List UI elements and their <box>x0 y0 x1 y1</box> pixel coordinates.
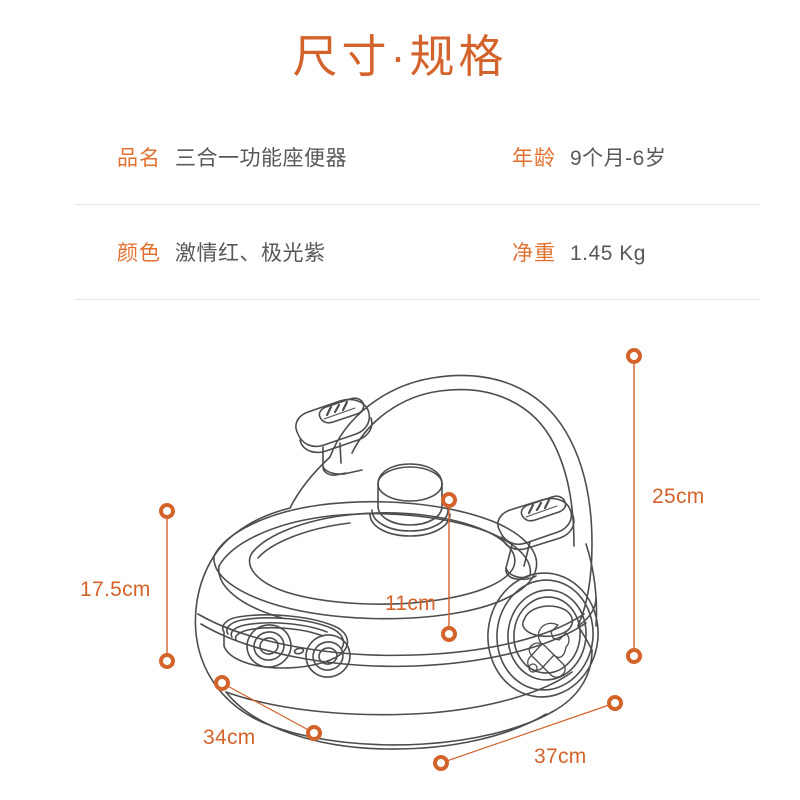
spec-value: 激情红、极光紫 <box>175 242 326 265</box>
dimension-label-11cm: 11cm <box>385 592 436 615</box>
spec-cell-net-weight: 净重 1.45 Kg <box>512 237 646 267</box>
spec-value: 三合一功能座便器 <box>175 147 347 170</box>
product-illustration <box>0 320 800 800</box>
spec-value: 9个月-6岁 <box>570 147 667 170</box>
page-title: 尺寸·规格 <box>292 31 508 82</box>
spec-cell-age: 年龄 9个月-6岁 <box>512 142 666 172</box>
spec-label: 净重 <box>512 242 556 265</box>
spec-value: 1.45 Kg <box>570 242 646 265</box>
dimension-label-37cm: 37cm <box>534 745 587 768</box>
spec-label: 品名 <box>117 147 161 170</box>
spec-cell-color: 颜色 激情红、极光紫 <box>117 237 512 267</box>
dimension-label-34cm: 34cm <box>203 726 256 749</box>
dimension-label-25cm: 25cm <box>652 485 705 508</box>
dimension-label-17-5cm: 17.5cm <box>80 578 151 601</box>
spec-table: 品名 三合一功能座便器 年龄 9个月-6岁 颜色 激情红、极光紫 净重 1.45… <box>75 110 760 300</box>
spec-label: 年龄 <box>512 147 556 170</box>
spec-cell-product-name: 品名 三合一功能座便器 <box>117 142 512 172</box>
potty-line-drawing-svg <box>194 374 599 750</box>
spec-label: 颜色 <box>117 242 161 265</box>
table-row: 颜色 激情红、极光紫 净重 1.45 Kg <box>75 204 760 299</box>
table-row: 品名 三合一功能座便器 年龄 9个月-6岁 <box>75 110 760 204</box>
